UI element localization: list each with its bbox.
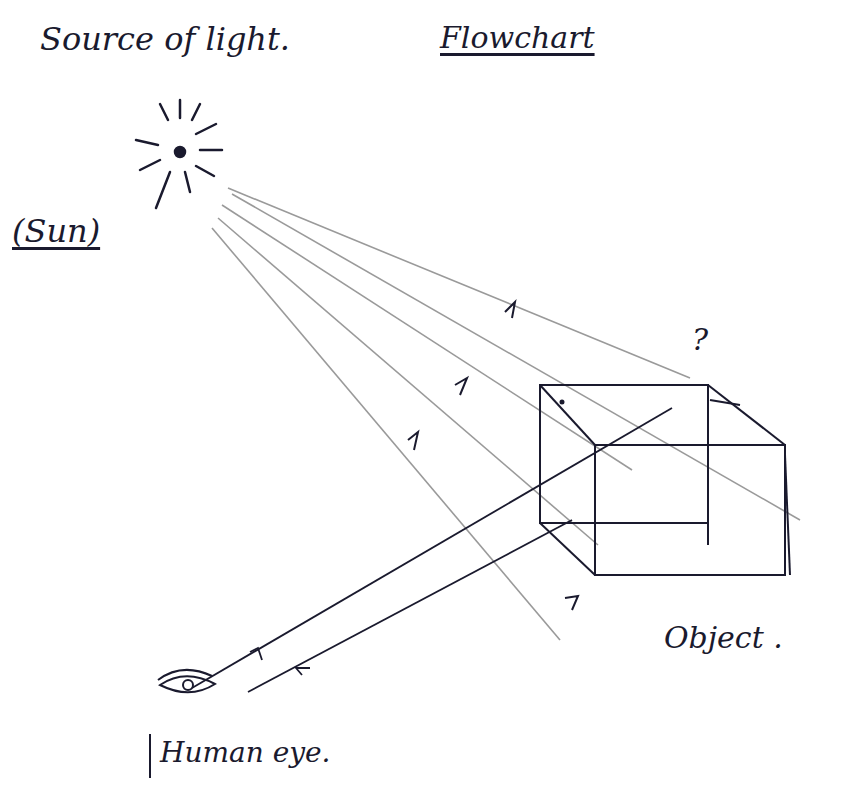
incident-rays <box>212 188 800 640</box>
question-mark: ? <box>692 322 708 358</box>
sun-label: (Sun) <box>12 212 100 250</box>
eye-label: Human eye. <box>160 736 331 770</box>
diagram-title: Flowchart <box>440 20 595 56</box>
object-label: Object . <box>664 620 783 656</box>
source-label: Source of light. <box>40 20 290 58</box>
sun-symbol <box>136 100 222 208</box>
reflected-rays <box>192 408 672 692</box>
object-cube <box>540 385 790 575</box>
ray-arrow-ticks <box>408 302 578 610</box>
